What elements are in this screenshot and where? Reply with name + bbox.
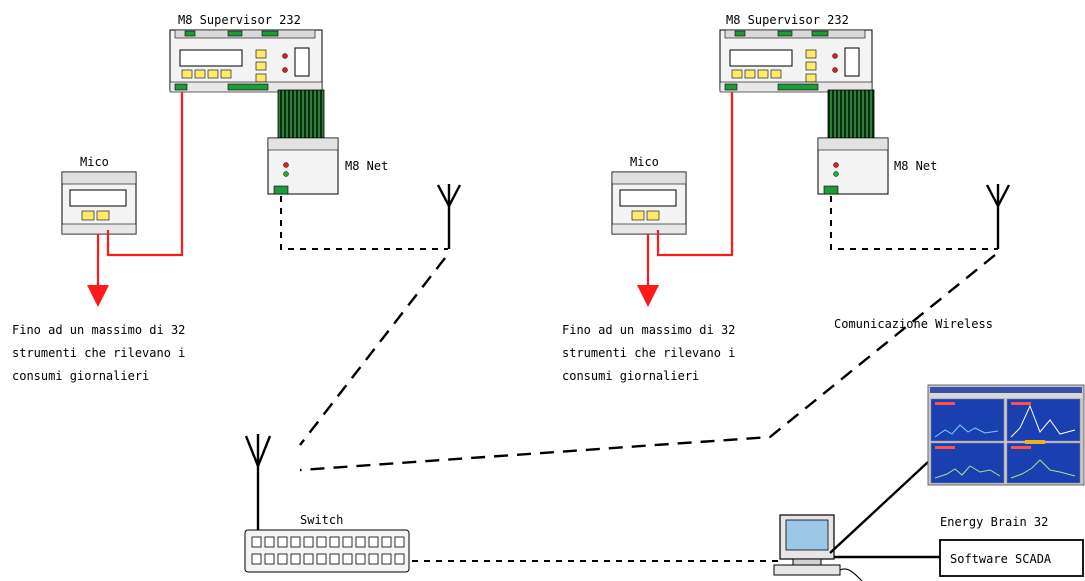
right-red-wire bbox=[656, 92, 734, 257]
energy-brain-label: Energy Brain 32 bbox=[940, 515, 1048, 529]
left-supervisor-device bbox=[169, 29, 323, 93]
switch-port bbox=[394, 553, 405, 565]
switch-port bbox=[394, 536, 405, 548]
switch-port bbox=[290, 536, 301, 548]
left-note-line-1: Fino ad un massimo di 32 bbox=[12, 323, 185, 337]
switch-port bbox=[381, 536, 392, 548]
scada-box bbox=[939, 539, 1084, 577]
left-red-wire bbox=[106, 92, 184, 257]
left-mico-device bbox=[61, 171, 137, 235]
left-net-link bbox=[280, 196, 448, 250]
right-supervisor-device bbox=[719, 29, 873, 93]
switch-antenna-icon bbox=[244, 434, 272, 530]
switch-port bbox=[251, 536, 262, 548]
right-antenna-icon bbox=[985, 184, 1011, 249]
switch-port bbox=[264, 553, 275, 565]
switch-port bbox=[316, 553, 327, 565]
switch-port bbox=[290, 553, 301, 565]
scada-screenshot bbox=[927, 384, 1085, 486]
pc-to-screen-line bbox=[829, 461, 929, 554]
left-supervisor-label: M8 Supervisor 232 bbox=[178, 13, 301, 27]
right-net-link bbox=[830, 196, 998, 250]
switch-port bbox=[355, 536, 366, 548]
right-supervisor-label: M8 Supervisor 232 bbox=[726, 13, 849, 27]
switch-port bbox=[342, 553, 353, 565]
switch-port bbox=[264, 536, 275, 548]
left-note-line-2: strumenti che rilevano i bbox=[12, 346, 185, 360]
left-antenna-icon bbox=[436, 184, 462, 249]
switch-device bbox=[244, 529, 410, 573]
switch-port bbox=[316, 536, 327, 548]
pc-icon bbox=[773, 514, 863, 581]
right-net-label: M8 Net bbox=[894, 159, 937, 173]
switch-port bbox=[277, 553, 288, 565]
left-cluster: M8 Supervisor 232 bbox=[12, 13, 462, 383]
left-note-line-3: consumi giornalieri bbox=[12, 369, 149, 383]
right-cluster: M8 Supervisor 232 bbox=[562, 13, 1011, 383]
right-note-line-1: Fino ad un massimo di 32 bbox=[562, 323, 735, 337]
switch-port bbox=[329, 553, 340, 565]
right-net-device bbox=[817, 89, 889, 195]
switch-port bbox=[355, 553, 366, 565]
switch-port bbox=[277, 536, 288, 548]
scada-label: Software SCADA bbox=[950, 552, 1052, 566]
left-mico-label: Mico bbox=[80, 155, 109, 169]
switch-port bbox=[368, 553, 379, 565]
switch-port bbox=[251, 553, 262, 565]
right-note-line-2: strumenti che rilevano i bbox=[562, 346, 735, 360]
right-note-line-3: consumi giornalieri bbox=[562, 369, 699, 383]
switch-port bbox=[329, 536, 340, 548]
switch-port bbox=[381, 553, 392, 565]
switch-port bbox=[342, 536, 353, 548]
switch-port bbox=[303, 536, 314, 548]
left-net-label: M8 Net bbox=[345, 159, 388, 173]
switch-port bbox=[368, 536, 379, 548]
wireless-link-left bbox=[299, 257, 446, 446]
wireless-label: Comunicazione Wireless bbox=[834, 317, 993, 331]
right-mico-label: Mico bbox=[630, 155, 659, 169]
switch-port bbox=[303, 553, 314, 565]
right-mico-device bbox=[611, 171, 687, 235]
left-net-device bbox=[267, 89, 339, 195]
switch-label: Switch bbox=[300, 513, 343, 527]
wireless-link-right bbox=[299, 254, 996, 472]
